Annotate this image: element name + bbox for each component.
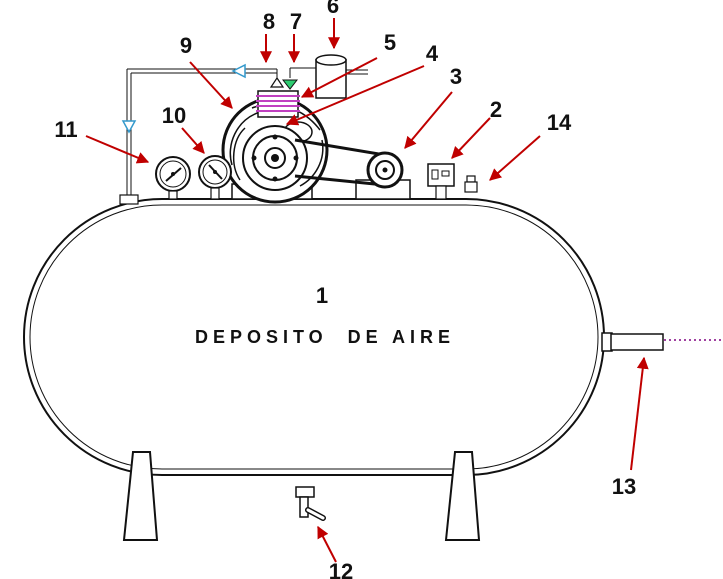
tank-legs — [122, 451, 481, 541]
callout-label-10: 10 — [162, 103, 186, 128]
compressor-pulley — [242, 125, 308, 191]
pressure-gauge-11 — [155, 156, 191, 200]
pipe-valve-icon — [121, 120, 137, 134]
callout-label-11: 11 — [54, 117, 77, 142]
tank-label: DEPOSITO DE AIRE — [195, 327, 455, 347]
outlet-pipe — [601, 332, 723, 352]
callout-label-3: 3 — [450, 64, 462, 89]
drive-belt — [294, 138, 386, 187]
callout-label-7: 7 — [290, 9, 302, 34]
pressure-gauge-10 — [198, 155, 232, 200]
drain-valve — [295, 486, 326, 521]
callout-label-4: 4 — [426, 41, 439, 66]
cylinder-head — [256, 90, 300, 118]
callout-label-5: 5 — [384, 30, 396, 55]
callout-label-12: 12 — [329, 559, 353, 579]
air-filter — [289, 54, 368, 99]
safety-valve — [464, 175, 478, 193]
callout-label-14: 14 — [547, 110, 572, 135]
callout-label-2: 2 — [490, 97, 502, 122]
intake-valve-icon — [281, 79, 299, 90]
callout-arrows — [85, 18, 649, 563]
callout-label-8: 8 — [263, 9, 275, 34]
callout-label-13: 13 — [612, 474, 636, 499]
motor-pulley — [366, 151, 404, 189]
discharge-pipe — [119, 63, 285, 205]
callout-label-6: 6 — [327, 0, 339, 18]
tank-number: 1 — [316, 283, 328, 308]
callout-label-9: 9 — [180, 33, 192, 58]
check-valve-icon — [231, 63, 246, 79]
pressure-switch — [427, 163, 455, 200]
